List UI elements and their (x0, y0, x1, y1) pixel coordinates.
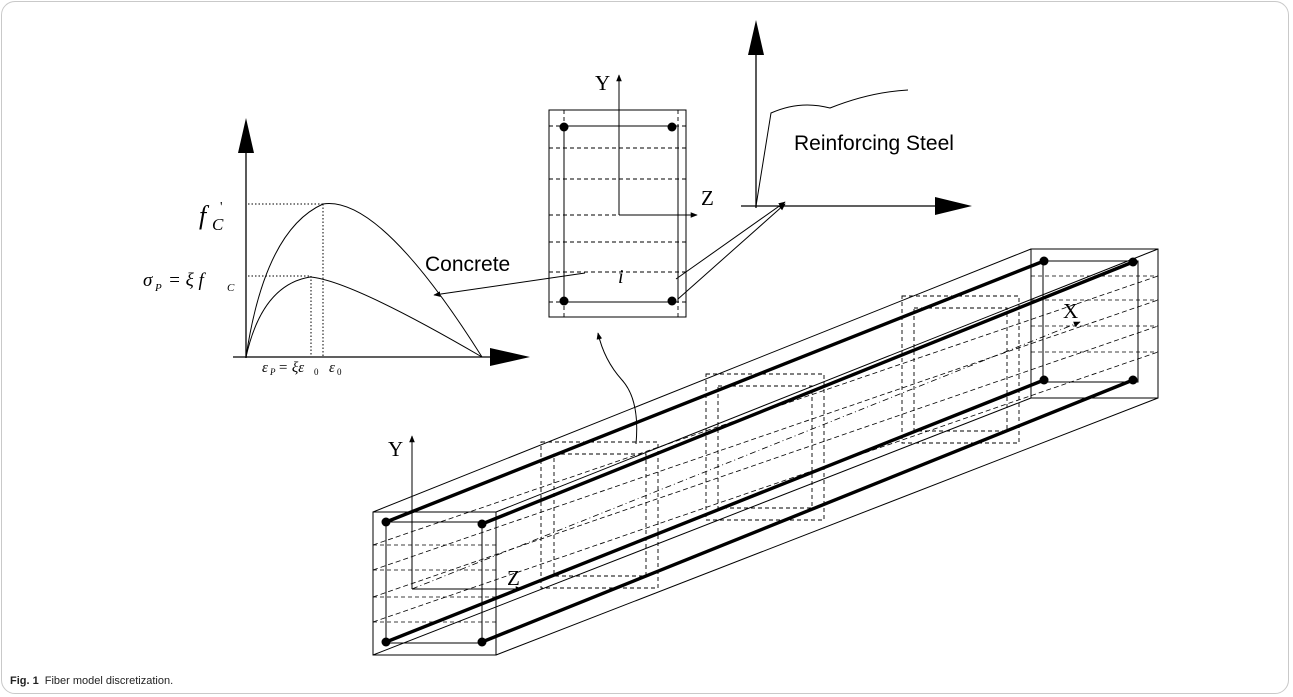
slice-2 (705, 373, 825, 521)
beam-fiber-lines (372, 275, 1159, 623)
epsp-label: ε (262, 360, 268, 376)
slice-3-inner (913, 307, 1008, 432)
beam-3d (372, 248, 1159, 656)
rebar-line-bottom-left (385, 378, 1045, 644)
concrete-leader (433, 272, 586, 297)
epsp-subscript: P (269, 367, 276, 377)
far-face-fiber-lines (1031, 275, 1158, 353)
eps0-subscript: 0 (337, 367, 342, 377)
cross-section (548, 74, 698, 318)
section-outer-boundary (548, 109, 687, 318)
caption-text: Fiber model discretization. (44, 675, 174, 687)
caption-label: Fig. 1 (10, 675, 39, 687)
slice-1-inner (553, 453, 647, 577)
beam-near-face-outer (372, 511, 497, 656)
figure-caption: Fig. 1 Fiber model discretization. (10, 675, 173, 687)
steel-strain-axis-arrowhead (935, 197, 972, 215)
beam-slices (540, 295, 1020, 589)
beam-x-axis (411, 321, 1081, 590)
beam-x-label: X (1063, 299, 1078, 323)
sigmap-label: σ (143, 270, 153, 291)
fc-subscript: C (212, 215, 224, 234)
concrete-label: Concrete (425, 253, 510, 276)
rebar-line-top-left (385, 259, 1045, 524)
sigmap-equation: = ξ f (168, 270, 206, 291)
section-y-label: Y (595, 71, 610, 95)
epsp-eq-subscript: 0 (314, 367, 319, 377)
section-connector (596, 332, 638, 445)
section-fiber-lines (549, 110, 686, 317)
section-z-label: Z (701, 186, 714, 210)
beam-near-face-inner (385, 521, 483, 644)
eps0-label: ε (329, 360, 335, 376)
rebar-line-bottom-right (481, 378, 1134, 644)
stress-axis-arrowhead (238, 118, 254, 153)
steel-leader-1 (675, 201, 786, 280)
steel-leader-2 (677, 203, 786, 300)
slice-1 (540, 441, 659, 589)
beam-z-label: Z (507, 566, 520, 590)
fc-label: f (199, 201, 210, 230)
steel-curve (755, 89, 909, 207)
near-face-fiber-lines (373, 544, 496, 623)
stress-strain-plot (233, 118, 530, 366)
unconfined-curve (245, 276, 483, 358)
confined-curve (245, 203, 483, 358)
beam-far-face-inner (1042, 260, 1139, 383)
rebar-top-right (667, 122, 677, 132)
beam-y-label: Y (388, 437, 403, 461)
beam-far-face-outer (1030, 248, 1159, 399)
steel-stress-strain (675, 20, 972, 300)
sigmap-eq-subscript: C (227, 282, 235, 294)
rebar-top-left (559, 122, 569, 132)
rebar-bottom-right (667, 296, 677, 306)
fc-prime: ' (220, 200, 223, 215)
slice-3 (901, 295, 1020, 444)
fiber-i-label: i (618, 266, 624, 288)
strain-axis-arrowhead (490, 348, 530, 366)
rebar-bottom-left (559, 296, 569, 306)
rebar-line-top-right (481, 260, 1134, 526)
slice-2-inner (717, 385, 813, 509)
steel-stress-axis-arrowhead (748, 20, 764, 55)
epsp-equation: = ξε (278, 360, 304, 376)
sigmap-subscript: P (154, 282, 162, 294)
reinforcing-steel-label: Reinforcing Steel (794, 132, 954, 155)
